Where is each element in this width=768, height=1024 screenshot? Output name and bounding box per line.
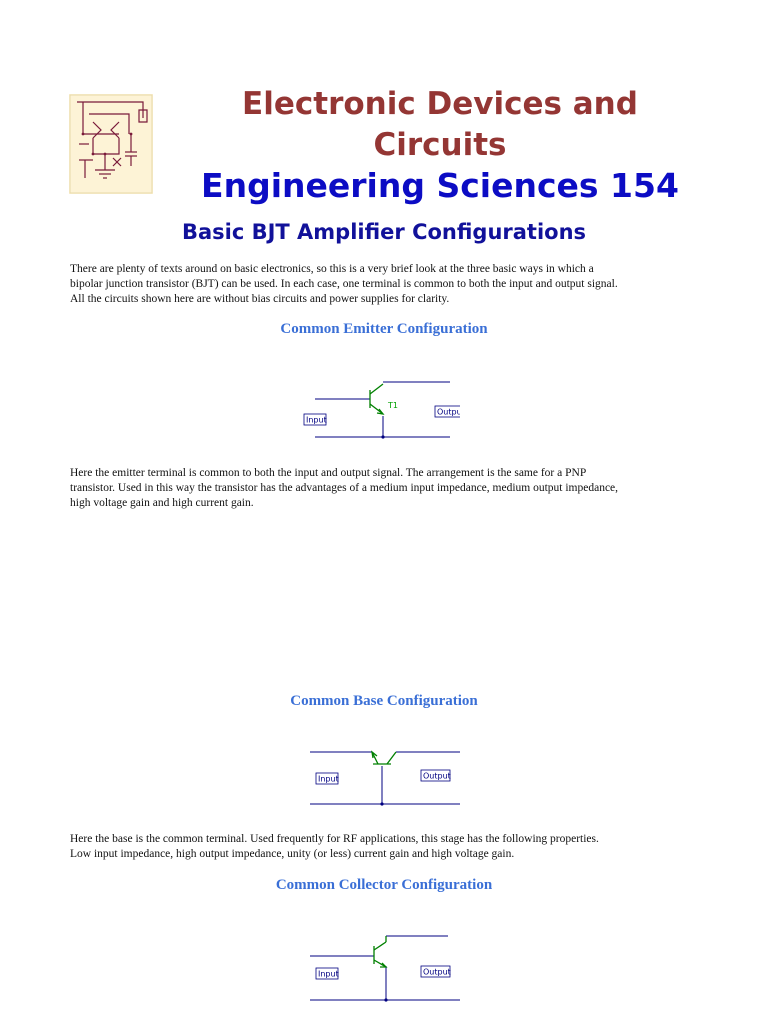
intro-line-1: There are plenty of texts around on basi… [70,263,594,275]
intro-line-2: bipolar junction transistor (BJT) can be… [70,278,618,290]
common-base-circuit-diagram: Input Output [310,750,460,806]
npn-transistor-symbol [373,936,388,968]
transistor-label: T1 [387,401,398,410]
ce-desc-line-1: Here the emitter terminal is common to b… [70,467,587,479]
cb-output-label: Output [423,772,451,781]
cb-input-label: Input [318,775,339,784]
npn-transistor-symbol [369,383,385,415]
common-collector-circuit-diagram: Input Output [310,935,460,1002]
common-emitter-circuit-diagram: T1 Input Output [303,381,460,439]
ce-output-label: Output [437,408,460,417]
npn-transistor-symbol [371,750,397,765]
cb-desc-line-1: Here the base is the common terminal. Us… [70,833,599,845]
ce-input-label: Input [306,416,327,425]
cc-junction-dot [384,998,388,1002]
ce-desc-line-2: transistor. Used in this way the transis… [70,482,619,494]
intro-line-3: All the circuits shown here are without … [70,293,450,305]
cc-output-label: Output [423,968,451,977]
section-heading-common-emitter: Common Emitter Configuration [280,321,488,337]
page-title-line-1: Electronic Devices and [242,86,638,122]
section-heading-common-base: Common Base Configuration [290,693,478,709]
ce-desc-line-3: high voltage gain and high current gain. [70,497,254,509]
cb-junction-dot [380,802,384,806]
section-heading-common-collector: Common Collector Configuration [275,877,493,893]
page-title-line-2: Circuits [373,127,507,163]
cc-input-label: Input [318,970,339,979]
page-subtitle: Basic BJT Amplifier Configurations [181,220,587,244]
cb-desc-line-2: Low input impedance, high output impedan… [70,848,515,860]
circuit-logo-image [69,94,153,194]
course-title: Engineering Sciences 154 [201,166,679,205]
ce-junction-dot [381,435,385,439]
